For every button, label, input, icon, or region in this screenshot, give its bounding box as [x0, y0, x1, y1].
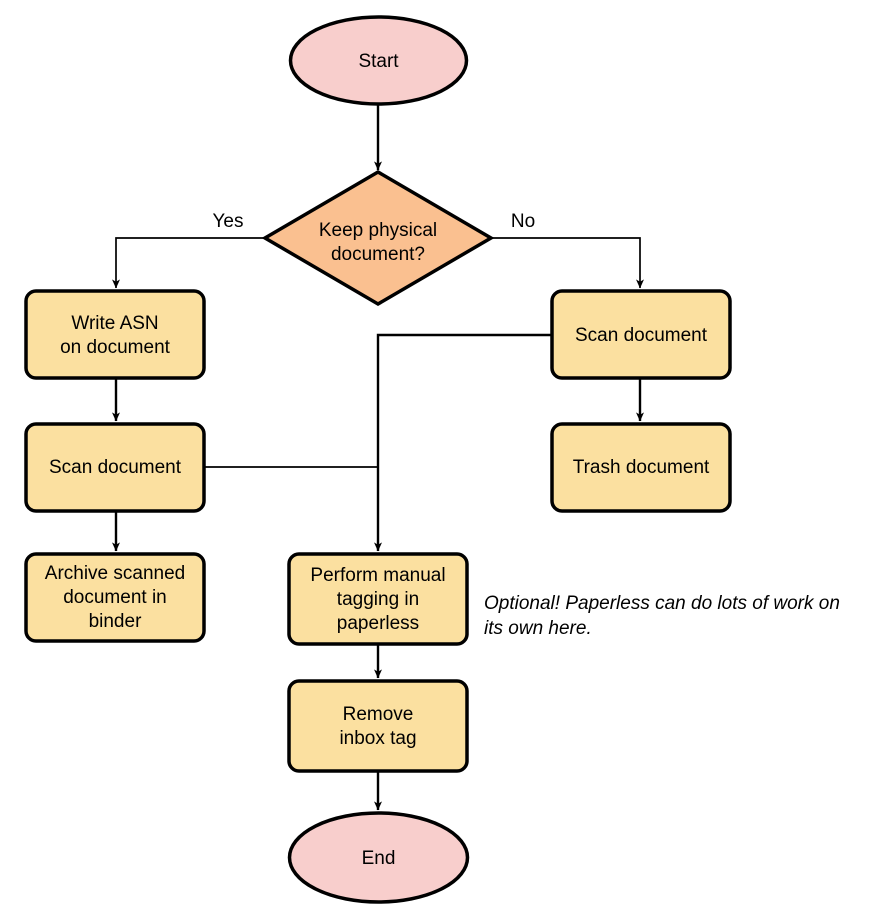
node-scan-document-left[interactable] — [24, 422, 206, 513]
node-archive-label-line3: binder — [89, 611, 142, 632]
node-archive-scanned-document[interactable] — [24, 552, 206, 643]
node-tagging-label-line3: paperless — [337, 613, 419, 634]
node-end-label: End — [362, 848, 396, 869]
node-scan-document-left-label: Scan document — [49, 457, 182, 478]
edge-label-no: No — [511, 211, 535, 232]
node-scan-document-right-label: Scan document — [575, 325, 708, 346]
node-end[interactable] — [287, 811, 470, 904]
edge-label-yes: Yes — [213, 211, 244, 232]
node-keep-physical-document[interactable] — [261, 169, 495, 307]
node-perform-manual-tagging[interactable] — [287, 552, 469, 646]
node-archive-label-line2: document in — [63, 587, 167, 608]
node-write-asn-label-line2: on document — [60, 337, 171, 358]
node-remove-inbox-tag[interactable] — [287, 679, 469, 773]
node-write-asn-label-line1: Write ASN — [71, 313, 158, 334]
node-start[interactable] — [288, 15, 469, 106]
connector-scanright-to-tagging — [374, 333, 552, 552]
node-decision-label-line2: document? — [331, 244, 425, 265]
node-archive-label-line1: Archive scanned — [45, 563, 185, 584]
node-trash-document-label: Trash document — [573, 457, 710, 478]
node-tagging-label-line1: Perform manual — [310, 565, 445, 586]
connector-no-branch — [491, 237, 644, 289]
node-tagging-label-line2: tagging in — [337, 589, 419, 610]
note-text-line1: Optional! Paperless can do lots of work … — [484, 593, 840, 614]
node-start-label: Start — [358, 51, 399, 72]
node-remove-tag-label-line1: Remove — [343, 704, 414, 725]
note-text-line2: its own here. — [484, 618, 592, 639]
node-write-asn-on-document[interactable] — [24, 289, 206, 380]
node-decision-label-line1: Keep physical — [319, 220, 437, 241]
connector-yes-branch — [112, 237, 265, 289]
node-remove-tag-label-line2: inbox tag — [339, 728, 416, 749]
node-trash-document[interactable] — [550, 422, 732, 513]
node-scan-document-right[interactable] — [550, 289, 732, 380]
